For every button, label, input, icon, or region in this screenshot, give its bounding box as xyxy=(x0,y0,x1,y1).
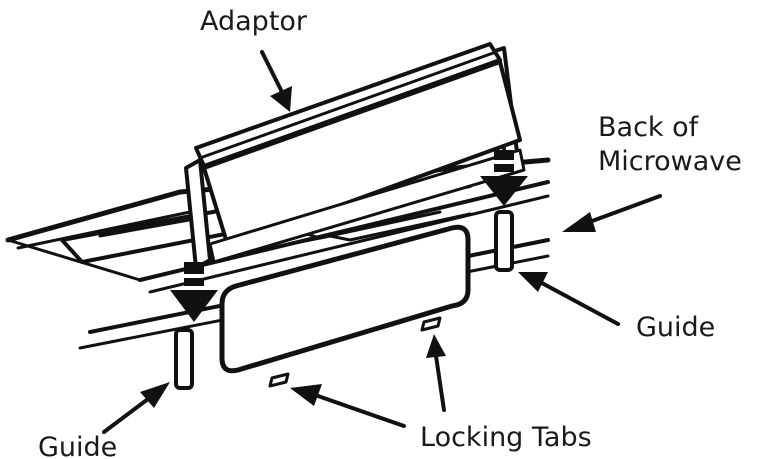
arrow-right-dash-2 xyxy=(494,164,514,172)
locking-tab-slot-left xyxy=(270,374,288,386)
leader-guide-left xyxy=(104,382,170,432)
adaptor xyxy=(186,44,524,268)
guide-slot-left xyxy=(176,330,192,388)
leader-adaptor xyxy=(262,52,292,112)
leader-tabs-left-head xyxy=(290,384,322,406)
arrow-left-dash-1 xyxy=(184,262,204,274)
label-locking-tabs: Locking Tabs xyxy=(420,422,592,453)
locking-tab-slot-right xyxy=(422,318,440,330)
label-adaptor: Adaptor xyxy=(200,6,308,37)
leader-guide-right-line xyxy=(540,282,618,324)
arrow-left-dash-2 xyxy=(184,278,204,286)
guide-slot-right xyxy=(496,212,512,270)
label-back-of-microwave-line2: Microwave xyxy=(598,146,742,177)
leader-tabs-right-line xyxy=(436,356,444,410)
label-back-of-microwave-line1: Back of xyxy=(598,112,700,143)
leader-back-of-microwave xyxy=(562,196,660,232)
label-guide-right: Guide xyxy=(636,312,715,343)
top-plate-front-edge xyxy=(8,240,140,280)
label-guide-left: Guide xyxy=(38,432,117,459)
leader-guide-left-line xyxy=(104,396,152,432)
leader-back-head xyxy=(562,212,596,232)
leader-tabs-left-line xyxy=(318,396,404,426)
leader-back-line xyxy=(584,196,660,224)
leader-guide-right xyxy=(518,272,618,324)
leader-tabs-right-head xyxy=(426,334,446,358)
arrow-right-dash-1 xyxy=(494,150,514,160)
leader-adaptor-line xyxy=(262,52,282,92)
